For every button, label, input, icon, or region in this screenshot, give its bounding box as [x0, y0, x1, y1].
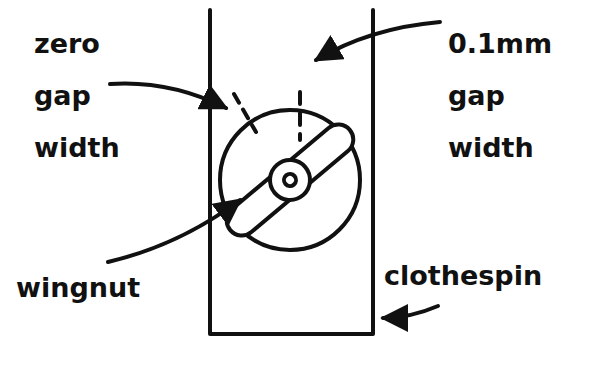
dial-circle [220, 110, 360, 250]
wingnut-symbol [217, 115, 362, 246]
callout-label: clothespin [384, 250, 542, 302]
callout-label: 0.1mm gap width [448, 18, 552, 174]
callout-label: zero gap width [34, 18, 120, 174]
zero-gap-mark [234, 94, 256, 132]
leader-line [316, 22, 440, 60]
leader-line [383, 306, 438, 318]
leader-line [110, 84, 226, 109]
callout-label: wingnut [16, 262, 140, 314]
gap-mark [298, 92, 302, 140]
leader-line [108, 200, 240, 262]
clothespin-outline [210, 10, 373, 334]
